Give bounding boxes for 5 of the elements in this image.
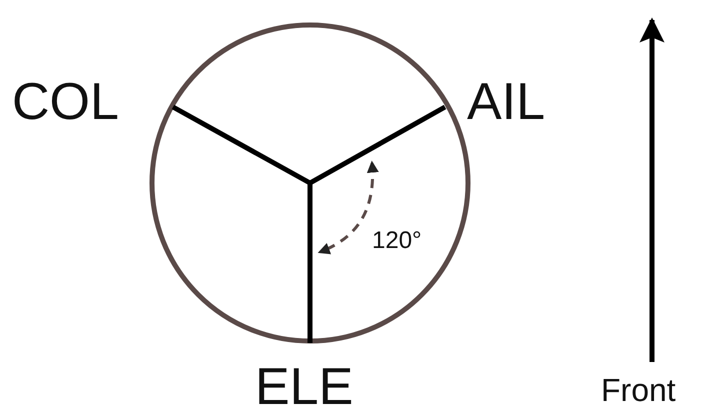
angle-label: 120° <box>372 229 422 253</box>
direction-label: Front <box>601 374 676 406</box>
servo-label: AIL <box>467 76 546 128</box>
servo-label: ELE <box>255 361 354 413</box>
servo-label: COL <box>12 76 119 128</box>
